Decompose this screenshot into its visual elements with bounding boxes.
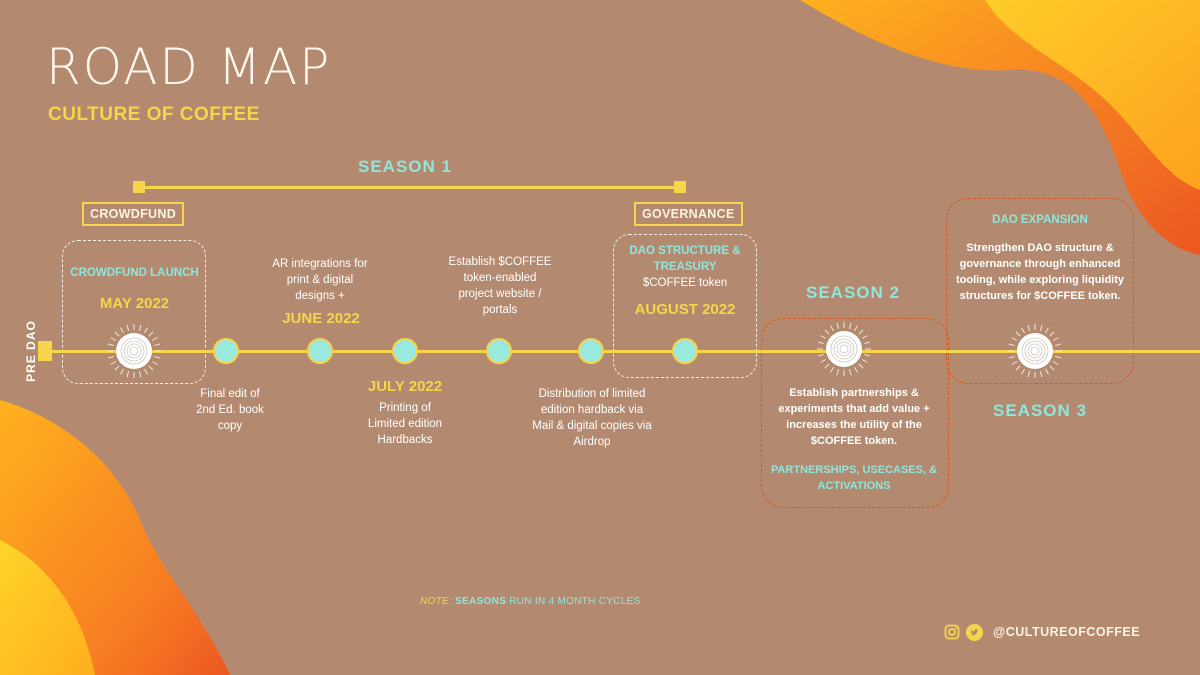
milestone-node-crowdfund bbox=[107, 324, 161, 378]
milestone-node-distribution bbox=[578, 338, 604, 364]
node-ray bbox=[1034, 372, 1036, 378]
season-1-bracket bbox=[139, 186, 681, 189]
season-1-label: SEASON 1 bbox=[358, 157, 452, 176]
milestone-node-final-edit bbox=[213, 338, 239, 364]
dao-expansion-text: Strengthen DAO structure & governance th… bbox=[955, 242, 1125, 302]
node-ray bbox=[1056, 350, 1062, 352]
season-2-container bbox=[761, 318, 949, 508]
node-ray bbox=[133, 324, 135, 330]
dao-expansion-title: DAO EXPANSION bbox=[992, 214, 1088, 226]
coffee-token-text: $COFFEE token bbox=[642, 277, 728, 289]
distribution-text: Distribution of limited edition hardback… bbox=[532, 388, 652, 448]
season2-node-circle bbox=[826, 331, 862, 367]
node-ray bbox=[843, 370, 845, 376]
milestone-node-season3 bbox=[1008, 324, 1062, 378]
may-2022-text: MAY 2022 bbox=[99, 295, 170, 312]
note-highlight: SEASONS bbox=[455, 596, 507, 607]
season3-node-circle bbox=[1017, 333, 1053, 369]
node-ray bbox=[865, 348, 871, 350]
node-ray bbox=[107, 350, 113, 352]
note-prefix: NOTE: bbox=[420, 596, 453, 607]
node-rings bbox=[1021, 337, 1049, 365]
pre-dao-label: PRE DAO bbox=[24, 320, 38, 382]
node-rings bbox=[830, 335, 858, 363]
milestone-node-july bbox=[392, 338, 418, 364]
node-ray bbox=[155, 350, 161, 352]
timeline-line bbox=[50, 350, 1200, 353]
node-ray bbox=[133, 372, 135, 378]
crowdfund-node-circle bbox=[116, 333, 152, 369]
footnote: NOTE: SEASONS RUN IN 4 MONTH CYCLES bbox=[420, 596, 641, 607]
crowdfund-label: CROWDFUND bbox=[82, 202, 185, 226]
crowdfund-launch-text: CROWDFUND LAUNCH bbox=[70, 267, 199, 279]
season-3-container bbox=[946, 198, 1134, 384]
season-3-label: SEASON 3 bbox=[993, 401, 1087, 420]
timeline-start-marker bbox=[38, 341, 52, 361]
june-2022-text: JUNE 2022 bbox=[282, 310, 360, 327]
partnerships-title: PARTNERSHIPS, USECASES, & ACTIVATIONS bbox=[770, 464, 938, 492]
august-2022-text: AUGUST 2022 bbox=[634, 301, 736, 318]
node-ray bbox=[817, 348, 823, 350]
bracket-end-left bbox=[133, 181, 145, 193]
season-2-label: SEASON 2 bbox=[806, 283, 900, 302]
social-bar: @CULTUREOFCOFFEE bbox=[944, 623, 1140, 641]
printing-text: Printing of Limited edition Hardbacks bbox=[367, 402, 443, 446]
partnerships-text: Establish partnerships & experiments tha… bbox=[778, 387, 930, 447]
page-subtitle: CULTURE OF COFFEE bbox=[48, 104, 260, 125]
july-2022-text: JULY 2022 bbox=[367, 378, 443, 395]
dao-structure-text: DAO STRUCTURE & TREASURY bbox=[629, 245, 741, 273]
crowdfund-container bbox=[62, 240, 206, 384]
milestone-node-june bbox=[307, 338, 333, 364]
note-rest: RUN IN 4 MONTH CYCLES bbox=[509, 596, 641, 607]
ar-integrations-text: AR integrations for print & digital desi… bbox=[272, 258, 368, 302]
node-rings bbox=[120, 337, 148, 365]
instagram-icon[interactable] bbox=[944, 624, 960, 640]
social-handle[interactable]: @CULTUREOFCOFFEE bbox=[993, 625, 1141, 639]
page-title: ROAD MAP bbox=[46, 38, 332, 96]
establish-token-text: Establish $COFFEE token-enabled project … bbox=[448, 256, 552, 316]
node-ray bbox=[843, 322, 845, 328]
node-ray bbox=[1008, 350, 1014, 352]
bracket-end-right bbox=[674, 181, 686, 193]
twitter-icon[interactable] bbox=[966, 623, 983, 641]
node-ray bbox=[1034, 324, 1036, 330]
dao-structure-container bbox=[613, 234, 757, 378]
governance-label: GOVERNANCE bbox=[634, 202, 743, 226]
milestone-node-august bbox=[672, 338, 698, 364]
final-edit-text: Final edit of 2nd Ed. book copy bbox=[196, 388, 264, 432]
milestone-node-season2 bbox=[817, 322, 871, 376]
milestone-node-token bbox=[486, 338, 512, 364]
